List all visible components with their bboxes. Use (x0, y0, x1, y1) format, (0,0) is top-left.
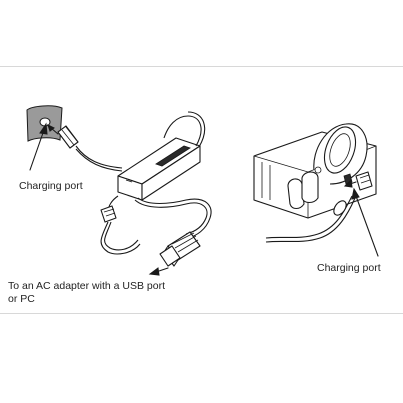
headset-device-left (26, 105, 63, 142)
label-usb-note-line1: To an AC adapter with a USB port (8, 280, 166, 292)
charging-port-arrow-right (351, 187, 379, 257)
ferrite-connector (100, 205, 117, 223)
label-charging-port-right: Charging port (317, 262, 381, 274)
micro-usb-plug (57, 125, 79, 149)
usb-insert-arrow (148, 267, 169, 276)
cable-upper (75, 145, 123, 169)
label-usb-note-line2: or PC (8, 293, 35, 305)
micro-usb-plug-right (355, 171, 373, 191)
label-charging-port-left: Charging port (19, 180, 83, 192)
headset-device-right (253, 123, 377, 219)
cable-loop (163, 115, 202, 147)
usb-a-plug (159, 231, 201, 267)
cable-lower (137, 197, 212, 239)
plug-insert-arrow (47, 124, 59, 135)
ferrite-right (333, 200, 347, 216)
plug-insert-arrow-right (343, 178, 357, 188)
charging-port-arrow-left (29, 122, 48, 171)
top-divider (0, 66, 403, 67)
inline-control-box (117, 137, 201, 201)
bottom-divider (0, 313, 403, 314)
